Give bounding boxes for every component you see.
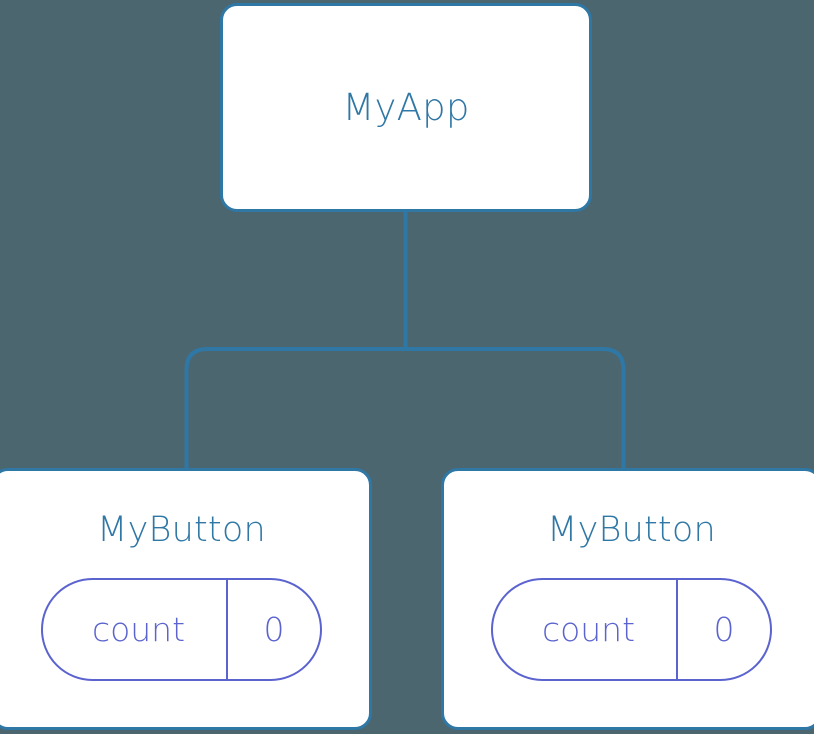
state-key: count (91, 610, 186, 649)
node-mybutton-1[interactable]: MyButton count 0 (0, 468, 372, 730)
state-value: 0 (226, 580, 320, 679)
state-pill[interactable]: count 0 (41, 578, 322, 681)
node-title: MyButton (547, 510, 716, 550)
node-title: MyApp (342, 86, 470, 129)
node-mybutton-2[interactable]: MyButton count 0 (441, 468, 814, 730)
state-key: count (541, 610, 636, 649)
connector-branch (184, 347, 626, 472)
state-value: 0 (676, 580, 770, 679)
state-pill[interactable]: count 0 (491, 578, 772, 681)
node-title: MyButton (97, 510, 266, 550)
node-myapp[interactable]: MyApp (220, 3, 592, 212)
